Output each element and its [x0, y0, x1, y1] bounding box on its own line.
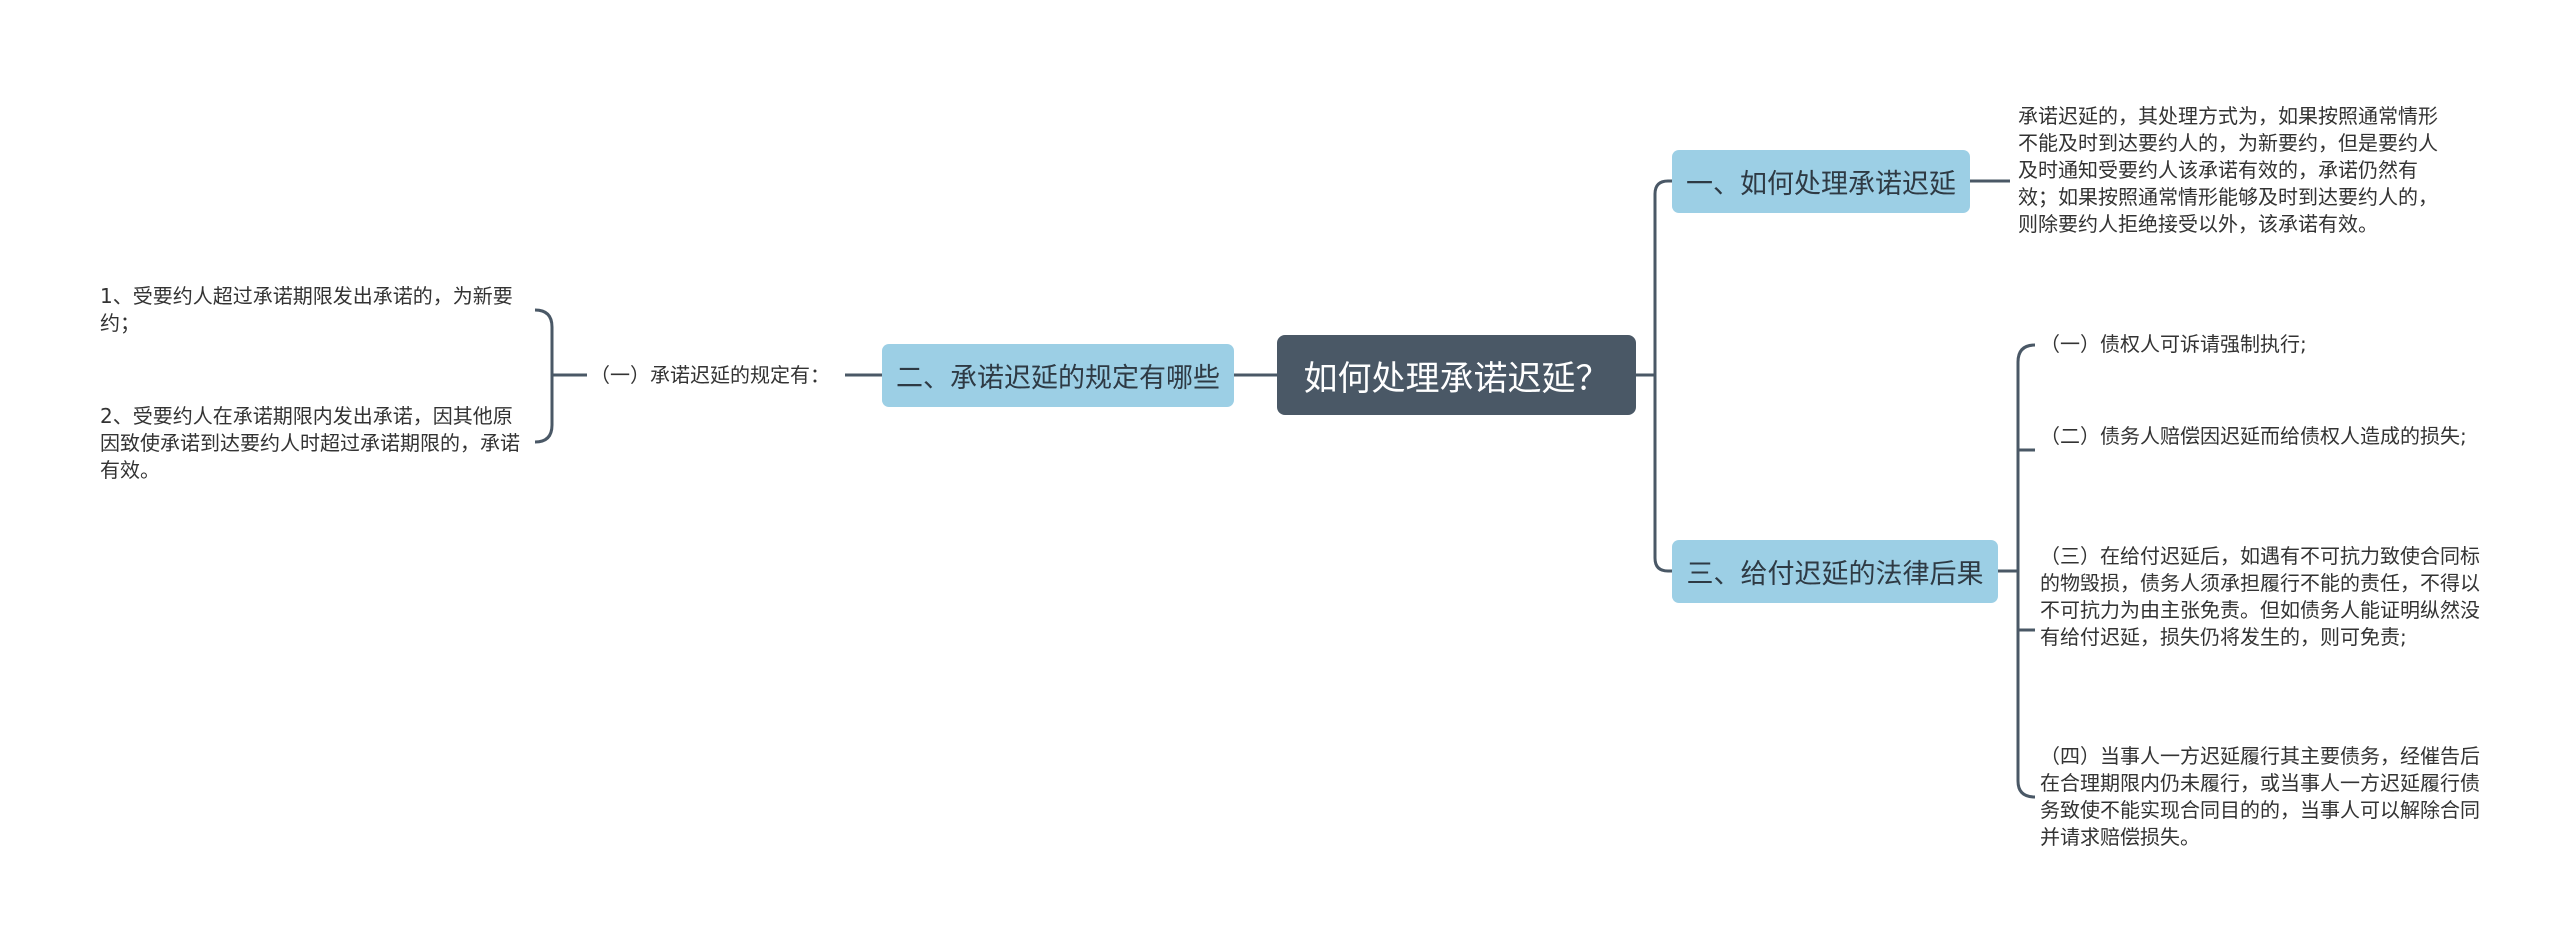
branch-1-text: 承诺迟延的，其处理方式为，如果按照通常情形不能及时到达要约人的，为新要约，但是要… — [2018, 104, 2438, 236]
connector-items-bracket — [534, 308, 554, 444]
branch-2-sub-label: （一）承诺迟延的规定有： — [590, 363, 830, 387]
branch-2-item-2: 2、受要约人在承诺期限内发出承诺，因其他原因致使承诺到达要约人时超过承诺期限的，… — [100, 404, 520, 482]
branch-3-item-1: （一）债权人可诉请强制执行; — [2040, 332, 2307, 356]
root-label: 如何处理承诺迟延？ — [1303, 358, 1610, 399]
branch-node-1[interactable]: 一、如何处理承诺迟延 — [1672, 150, 1970, 213]
connector-right-trunk — [1653, 179, 1672, 573]
branch-1-label: 一、如何处理承诺迟延 — [1686, 169, 1956, 200]
branch-3-item-2: （二）债务人赔偿因迟延而给债权人造成的损失; — [2040, 424, 2467, 448]
branch-node-2[interactable]: 二、承诺迟延的规定有哪些 — [882, 344, 1234, 407]
branch-2-item-1: 1、受要约人超过承诺期限发出承诺的，为新要约； — [100, 284, 513, 335]
branch-2-label: 二、承诺迟延的规定有哪些 — [896, 363, 1220, 394]
branch-3-item-3: （三）在给付迟延后，如遇有不可抗力致使合同标的物毁损，债务人须承担履行不能的责任… — [2040, 544, 2480, 649]
root-node[interactable]: 如何处理承诺迟延？ — [1277, 335, 1636, 415]
branch-node-3[interactable]: 三、给付迟延的法律后果 — [1672, 540, 1998, 603]
connector-branch3-items — [2016, 343, 2036, 799]
branch-3-label: 三、给付迟延的法律后果 — [1686, 559, 1984, 590]
branch-3-item-4: （四）当事人一方迟延履行其主要债务，经催告后在合理期限内仍未履行，或当事人一方迟… — [2040, 744, 2480, 849]
